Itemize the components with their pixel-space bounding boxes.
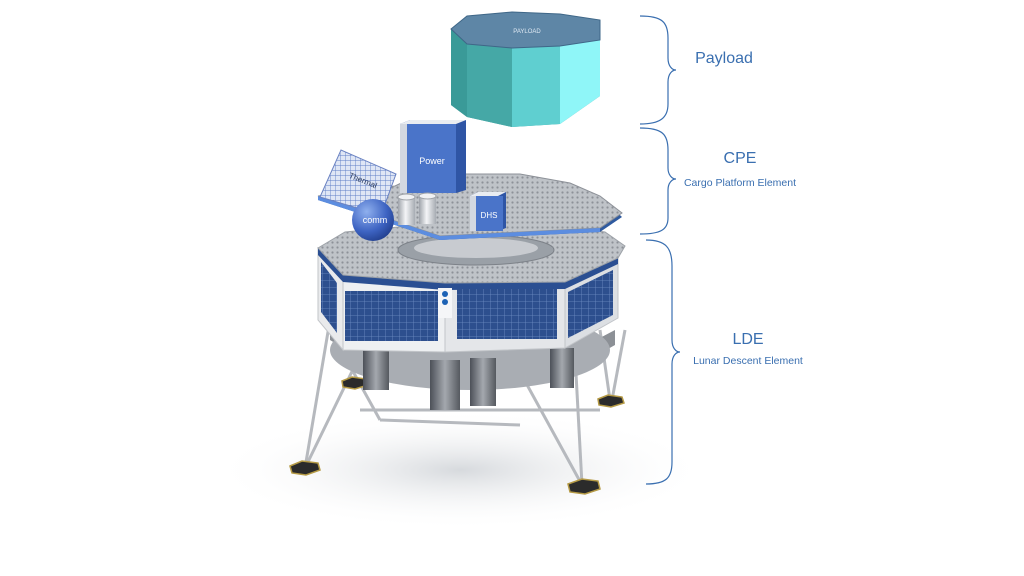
solar-panel-front-right <box>457 289 557 339</box>
payload-label: Payload <box>695 50 753 67</box>
lde-full-name: Lunar Descent Element <box>693 355 803 367</box>
ground-shadow <box>210 410 710 530</box>
thermal-radiator: Thermal <box>319 149 397 216</box>
dhs-label: DHS <box>481 211 498 220</box>
comm-label: comm <box>363 215 388 225</box>
lde-body <box>317 224 626 410</box>
lde-label: LDE <box>732 331 764 348</box>
solar-panel-right <box>568 270 613 338</box>
leg-feet <box>289 376 625 495</box>
cpe-label: CPE <box>723 150 757 167</box>
payload-box-label: PAYLOAD <box>513 29 541 35</box>
solar-panel-front-left <box>345 291 438 341</box>
lde-brace <box>645 239 681 485</box>
power-label: Power <box>419 156 445 166</box>
solar-panel-left <box>321 262 337 333</box>
cpe-full-name: Cargo Platform Element <box>683 177 797 189</box>
payload-module: PAYLOAD <box>450 11 601 127</box>
tanks <box>397 192 437 225</box>
payload-brace <box>639 15 677 125</box>
braces <box>639 15 681 485</box>
dhs-box: DHS <box>470 192 506 231</box>
comm-antenna: comm <box>352 199 394 241</box>
cpe-brace <box>639 127 677 235</box>
power-box: Power <box>400 120 466 193</box>
